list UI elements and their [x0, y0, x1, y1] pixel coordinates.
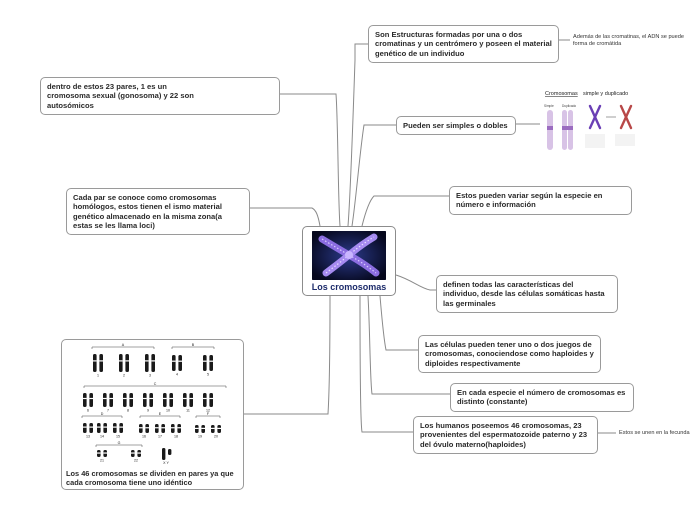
node-humanos-46[interactable]: Los humanos poseemos 46 cromosomas, 23 p…: [413, 416, 598, 454]
group-bracket: [81, 415, 123, 418]
node-simples-dobles[interactable]: Pueden ser simples o dobles: [396, 116, 516, 136]
chromosome-number: 20: [214, 435, 218, 439]
sex-chromosomes: [162, 448, 172, 460]
chromosome-number: 10: [166, 409, 170, 413]
note-adn-line2: forma de cromátida: [573, 40, 622, 47]
chromosome-number: 13: [86, 435, 90, 439]
chromosome-number: 12: [206, 409, 210, 413]
node-23-pares[interactable]: dentro de estos 23 pares, 1 es un cromos…: [40, 77, 280, 115]
chromosome-pair-10: [163, 393, 173, 407]
sex-chromosome-label: X Y: [163, 461, 169, 465]
chromosome-number: 7: [107, 409, 109, 413]
chromosome-pair-18: [171, 424, 181, 433]
chromosome-number: 19: [198, 435, 202, 439]
chromosome-number: 21: [100, 459, 104, 463]
karyotype-caption: Los 46 cromosomas se dividen en pares ya…: [66, 469, 234, 488]
group-label: C: [154, 382, 157, 386]
central-topic[interactable]: Los cromosomas: [302, 226, 396, 296]
chromosome-number: 4: [176, 373, 178, 377]
chromosome-pair-4: [172, 355, 182, 371]
chromosome-number: 3: [149, 374, 151, 378]
chromosome-diagram-title: Cromosomas: [545, 91, 578, 97]
group-bracket: [195, 415, 221, 418]
chromosome-pair-21: [97, 450, 107, 457]
note-fecundacion: Estos se unen en la fecunda: [619, 430, 690, 436]
group-label: B: [192, 343, 195, 347]
chromosome-number: 8: [127, 409, 129, 413]
node-estructuras[interactable]: Son Estructuras formadas por una o dos c…: [368, 25, 559, 63]
chromosome-pair-6: [83, 393, 93, 407]
group-label: A: [122, 343, 125, 347]
chromosome-pair-13: [83, 423, 93, 433]
group-bracket: [171, 346, 215, 349]
note-adn: Además de las cromatinas, el ADN se pued…: [573, 34, 684, 48]
chromosome-diagram-subtitle: simple y duplicado: [583, 91, 628, 97]
chromosome-pair-17: [155, 424, 165, 433]
chromosome-number: 22: [134, 459, 138, 463]
chromosome-pair-16: [139, 424, 149, 433]
node-varian-especie[interactable]: Estos pueden variar según la especie en …: [449, 186, 632, 215]
chromosome-pair-14: [97, 423, 107, 433]
label-simple: Simple: [544, 104, 554, 108]
chromosome-pair-7: [103, 393, 113, 407]
x-chromosome-drawing: [588, 104, 633, 130]
chromosome-pair-19: [195, 425, 205, 433]
chromosome-pair-20: [211, 425, 221, 433]
chromosome-number: 9: [147, 409, 149, 413]
group-label: F: [207, 412, 210, 416]
caption-block-left: [585, 134, 605, 148]
node-definen[interactable]: definen todas las características del in…: [436, 275, 618, 313]
chromosome-photo: [312, 231, 386, 280]
chromosome-pair-1: [93, 354, 103, 372]
chromosome-pair-5: [203, 355, 213, 371]
group-bracket: [139, 415, 181, 418]
group-bracket: [83, 385, 227, 388]
chromosome-pair-22: [131, 450, 141, 457]
chromosome-number: 14: [100, 435, 104, 439]
group-bracket: [95, 444, 143, 447]
node-haploides-diploides[interactable]: Las células pueden tener uno o dos juego…: [418, 335, 601, 373]
chromosome-number: 1: [97, 374, 99, 378]
note-adn-line1: Además de las cromatinas, el ADN se pued…: [573, 34, 685, 40]
chromosome-pair-11: [183, 393, 193, 407]
group-label: E: [159, 412, 162, 416]
simple-chromosome: [547, 110, 553, 150]
group-label: G: [118, 441, 121, 445]
label-duplicado: Duplicado: [562, 104, 576, 108]
chromosome-diagram-image: Cromosomas simple y duplicado Simple Dup…: [543, 88, 695, 158]
chromosome-number: 11: [186, 409, 190, 413]
chromosome-number: 18: [174, 435, 178, 439]
chromosome-number: 6: [87, 409, 89, 413]
chromosome-number: 5: [207, 373, 209, 377]
central-title: Los cromosomas: [311, 282, 387, 292]
chromosome-number: 2: [123, 374, 125, 378]
chromosome-pair-15: [113, 423, 123, 433]
chromosome-pair-12: [203, 393, 213, 407]
group-bracket: [91, 346, 155, 349]
chromosome-pair-9: [143, 393, 153, 407]
chromosome-pair-3: [145, 354, 155, 372]
chromosome-number: 17: [158, 435, 162, 439]
chromosome-pair-2: [119, 354, 129, 372]
duplicated-chromosome: [562, 110, 573, 150]
node-homologos[interactable]: Cada par se conoce como cromosomas homól…: [66, 188, 250, 235]
caption-block-right: [615, 134, 635, 146]
chromosome-pair-8: [123, 393, 133, 407]
group-label: D: [101, 412, 104, 416]
chromosome-number: 15: [116, 435, 120, 439]
chromosome-number: 16: [142, 435, 146, 439]
node-numero-especie[interactable]: En cada especie el número de cromosomas …: [450, 383, 634, 412]
